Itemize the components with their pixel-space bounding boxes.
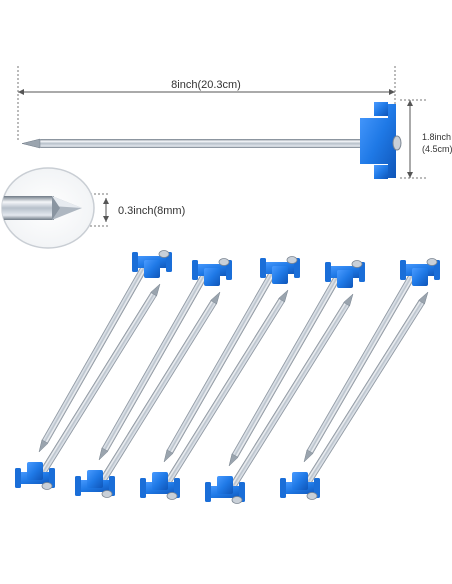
stake [75,291,221,498]
stake [140,289,289,500]
length-label: 8inch(20.3cm) [171,79,241,91]
stake [303,258,440,463]
stake-set [15,250,440,504]
stake [38,250,172,453]
stake [15,283,161,490]
stake-pair [75,258,232,498]
tip-size-label: 0.3inch(8mm) [118,205,185,217]
stake [98,258,232,461]
head-height-label: 1.8inch [422,132,451,142]
stake [163,256,300,463]
featured-stake [21,102,402,179]
stake-pair [15,250,172,490]
head-height-label-metric: (4.5cm) [422,144,452,154]
stake-pair [205,260,365,504]
stake [228,260,365,467]
stake-pair [280,258,440,500]
tip-zoom-view [1,167,95,249]
stake [280,291,429,500]
stake [205,293,354,504]
stake-pair [140,256,300,500]
